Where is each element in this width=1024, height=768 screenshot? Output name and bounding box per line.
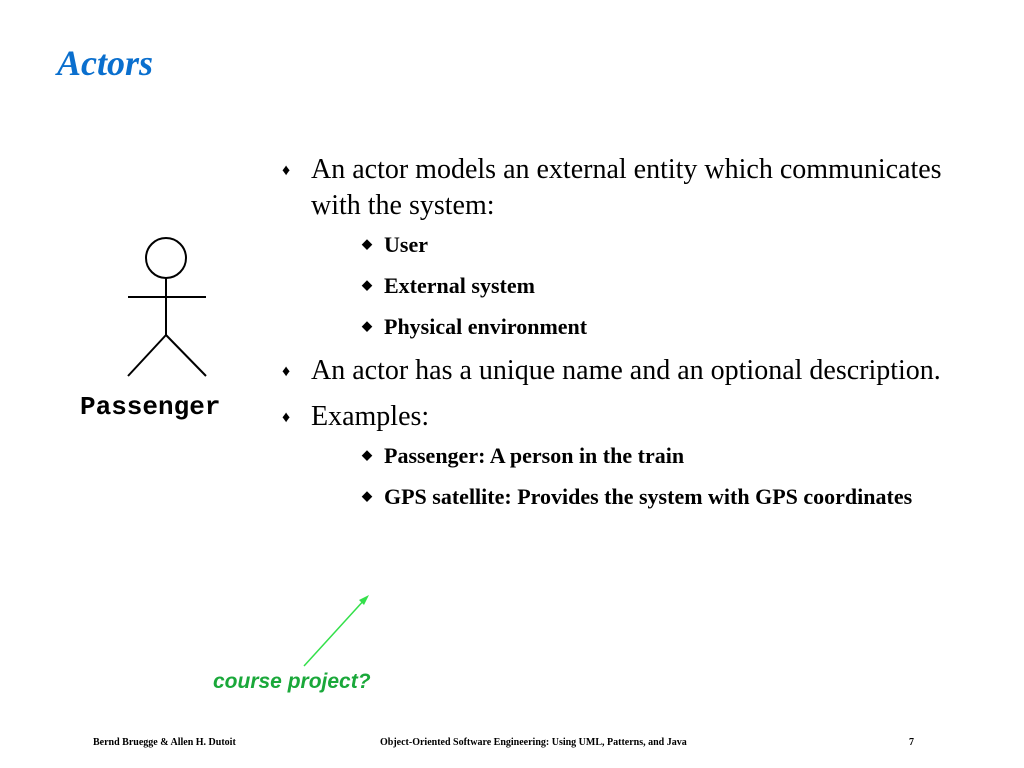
slide-title: Actors [57, 43, 154, 83]
bullet-text: An actor has a unique name and an option… [311, 355, 941, 386]
sub-bullet-list: ◆ Passenger: A person in the train ◆ GPS… [311, 441, 942, 512]
bullet-text: An actor models an external entity which… [311, 154, 942, 221]
bullet-item: ♦ Examples: ◆ Passenger: A person in the… [282, 399, 942, 512]
footer-page-number: 7 [909, 737, 914, 748]
bullet-list: ♦ An actor models an external entity whi… [282, 152, 942, 523]
diamond-bullet-icon: ♦ [282, 409, 291, 426]
small-diamond-bullet-icon: ◆ [362, 277, 372, 292]
sub-bullet-text: User [384, 232, 428, 257]
stick-figure-icon [127, 237, 207, 377]
small-diamond-bullet-icon: ◆ [362, 447, 372, 462]
small-diamond-bullet-icon: ◆ [362, 236, 372, 251]
bullet-item: ♦ An actor has a unique name and an opti… [282, 353, 942, 389]
sub-bullet-item: ◆ GPS satellite: Provides the system wit… [311, 482, 942, 512]
annotation-text: course project? [213, 670, 371, 693]
sub-bullet-text: Passenger: A person in the train [384, 443, 685, 468]
sub-bullet-item: ◆ User [311, 230, 942, 260]
footer-book-title: Object-Oriented Software Engineering: Us… [380, 737, 687, 748]
sub-bullet-item: ◆ Passenger: A person in the train [311, 441, 942, 471]
bullet-item: ♦ An actor models an external entity whi… [282, 152, 942, 342]
sub-bullet-text: GPS satellite: Provides the system with … [384, 484, 913, 509]
sub-bullet-item: ◆ Physical environment [311, 312, 942, 342]
small-diamond-bullet-icon: ◆ [362, 318, 372, 333]
actor-name-label: Passenger [80, 392, 221, 422]
sub-bullet-text: External system [384, 273, 535, 298]
bullet-text: Examples: [311, 401, 430, 432]
footer-authors: Bernd Bruegge & Allen H. Dutoit [93, 737, 236, 748]
annotation-arrow [303, 595, 369, 667]
diamond-bullet-icon: ♦ [282, 162, 291, 179]
sub-bullet-text: Physical environment [384, 314, 588, 339]
small-diamond-bullet-icon: ◆ [362, 488, 372, 503]
sub-bullet-list: ◆ User ◆ External system ◆ Physical envi… [311, 230, 942, 342]
diamond-bullet-icon: ♦ [282, 363, 291, 380]
sub-bullet-item: ◆ External system [311, 271, 942, 301]
